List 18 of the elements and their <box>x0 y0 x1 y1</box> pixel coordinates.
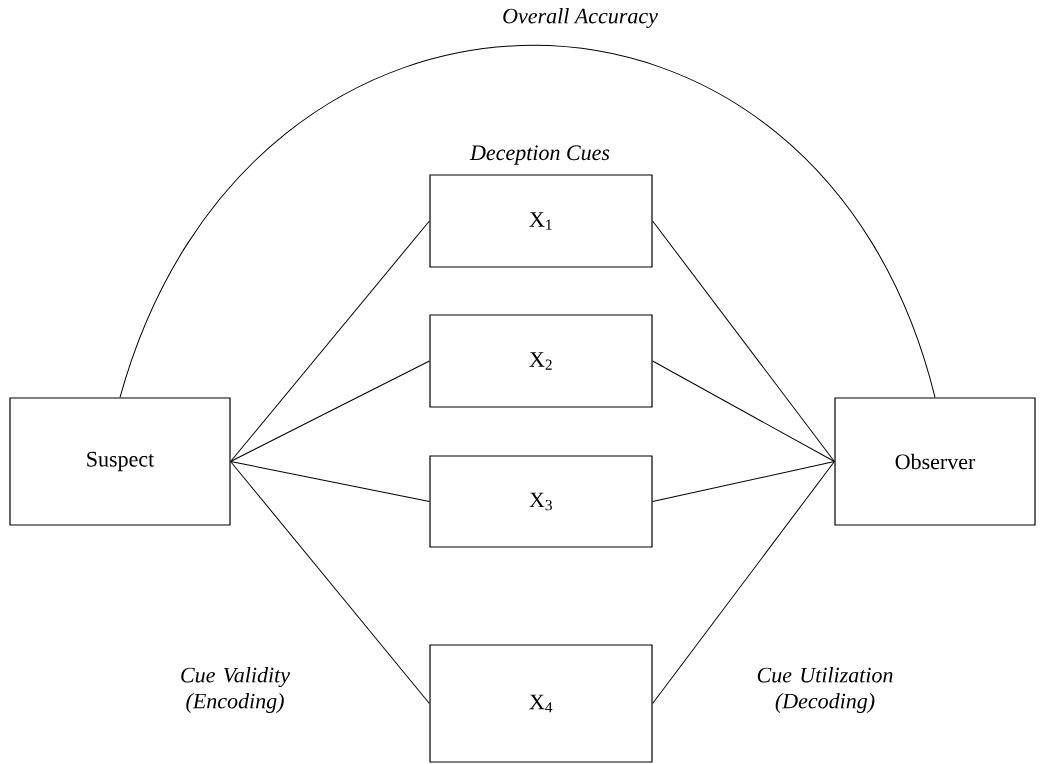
connector-line <box>652 461 835 502</box>
annotation-text: Cue Utilization (Decoding) <box>757 667 893 713</box>
node-box: Suspect <box>9 397 231 526</box>
cue-box: X$_{4}$ <box>429 644 653 763</box>
connector-line <box>230 360 430 462</box>
cue-box: X$_{1}$ <box>429 174 653 268</box>
connector-line <box>230 461 430 704</box>
node-box: Observer <box>834 397 1036 526</box>
connector-line <box>652 360 835 462</box>
edge-label: Overall Accuracy <box>501 7 659 29</box>
connector-line <box>230 220 430 462</box>
arc-line <box>119 44 936 398</box>
connector-line <box>230 461 430 502</box>
cue-box: X$_{3}$ <box>429 455 653 548</box>
annotation-text: Cue Validity (Encoding) <box>181 667 291 713</box>
cue-box: X$_{2}$ <box>429 314 653 408</box>
connector-line <box>652 220 835 462</box>
connector-line <box>652 461 835 704</box>
